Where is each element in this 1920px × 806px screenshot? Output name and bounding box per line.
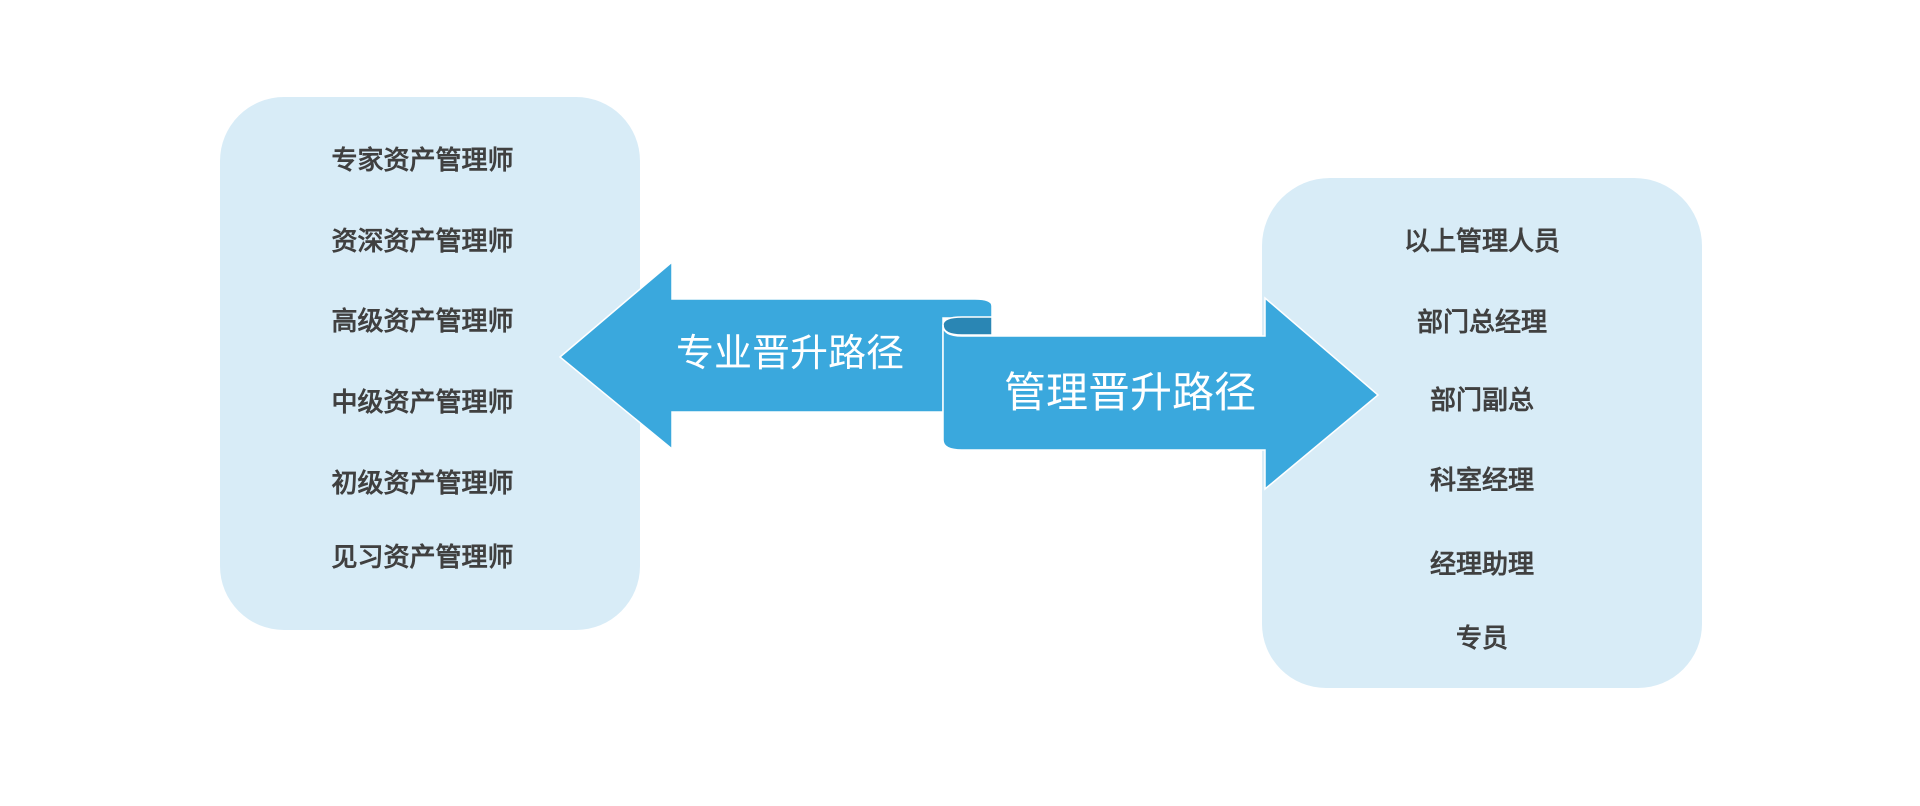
scroll-fold-shape <box>942 316 993 336</box>
list-item: 中级资产管理师 <box>331 388 514 418</box>
list-item: 经理助理 <box>1429 550 1534 580</box>
list-item: 高级资产管理师 <box>331 307 514 337</box>
list-item: 见习资产管理师 <box>331 543 514 573</box>
professional-path-label: 专业晋升路径 <box>675 331 904 375</box>
list-item: 以上管理人员 <box>1403 227 1560 257</box>
management-path-panel: 以上管理人员 部门总经理 部门副总 科室经理 经理助理 专员 <box>1262 178 1702 688</box>
list-item: 专家资产管理师 <box>331 146 514 176</box>
list-item: 科室经理 <box>1429 466 1534 496</box>
list-item: 初级资产管理师 <box>331 469 514 499</box>
management-path-label: 管理晋升路径 <box>1003 368 1256 417</box>
list-item: 部门副总 <box>1429 386 1534 416</box>
right-arrow-shape <box>942 296 1380 491</box>
list-item: 专员 <box>1455 624 1508 654</box>
list-item: 资深资产管理师 <box>331 227 514 257</box>
list-item: 部门总经理 <box>1416 308 1547 338</box>
